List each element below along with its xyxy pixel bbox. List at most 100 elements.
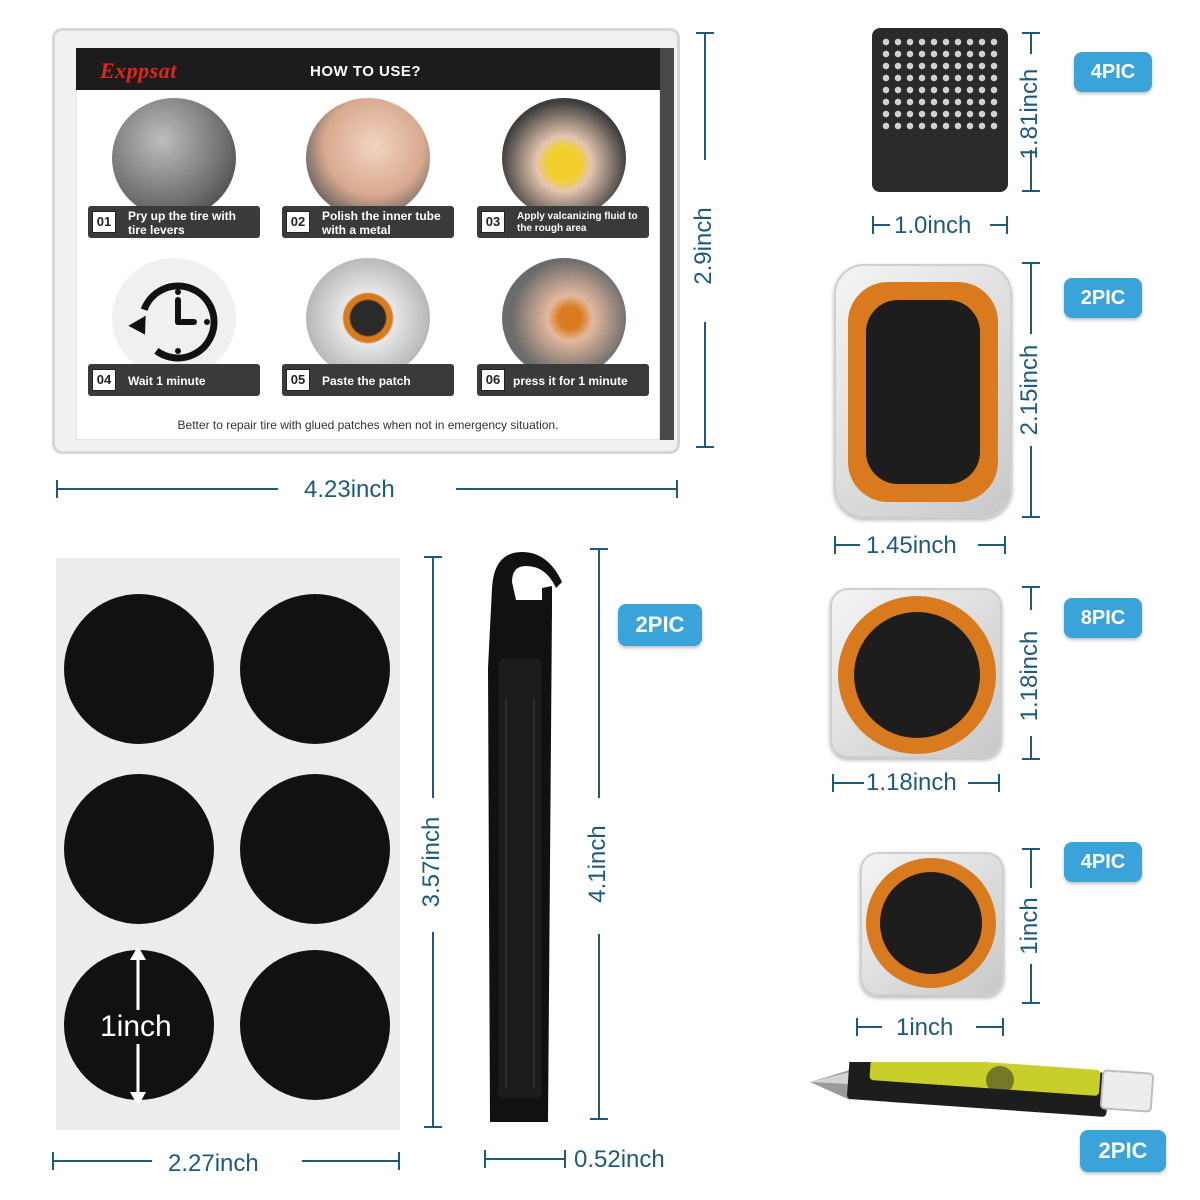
glue-quantity-badge: 2PIC bbox=[1080, 1130, 1166, 1172]
sheet-height-line-top bbox=[432, 556, 434, 798]
round-patch-large-center bbox=[854, 612, 980, 738]
tire-lever bbox=[488, 552, 562, 1122]
lever-width-line bbox=[484, 1158, 566, 1160]
step-1-label: 01 Pry up the tire with tire levers bbox=[88, 206, 260, 238]
step-1-text: Pry up the tire with tire levers bbox=[128, 209, 237, 237]
rect-patch-height-line-top bbox=[1030, 262, 1032, 334]
step-5-text: Paste the patch bbox=[322, 374, 411, 388]
rasp-width-line-right bbox=[990, 224, 1008, 226]
round-large-width-label: 1.18inch bbox=[866, 769, 957, 796]
step-6-label: 06 press it for 1 minute bbox=[477, 364, 649, 396]
rect-patch-height-line-bottom bbox=[1030, 446, 1032, 518]
step-4-number: 04 bbox=[92, 369, 116, 391]
sheet-height-line-bottom bbox=[432, 932, 434, 1128]
dot-diameter-label: 1inch bbox=[98, 1010, 174, 1044]
rect-patch-width-tick-right bbox=[1004, 536, 1006, 554]
instruction-header bbox=[76, 48, 660, 90]
step-6-text: press it for 1 minute bbox=[513, 374, 628, 388]
round-large-height-line-bottom bbox=[1030, 736, 1032, 760]
step-6-number: 06 bbox=[481, 369, 505, 391]
box-width-line-left bbox=[56, 488, 278, 490]
round-large-width-line-left bbox=[832, 782, 864, 784]
step-1-image bbox=[112, 98, 236, 218]
clock-icon bbox=[128, 282, 218, 362]
sheet-width-line-right bbox=[302, 1160, 400, 1162]
step-5-image bbox=[306, 258, 430, 378]
rasp-height-line-bottom bbox=[1030, 150, 1032, 192]
step-3-label: 03 Apply valcanizing fluid to the rough a… bbox=[477, 206, 649, 238]
round-small-width-line-left bbox=[856, 1026, 882, 1028]
instruction-title: HOW TO USE? bbox=[310, 63, 422, 80]
step-2-number: 02 bbox=[286, 211, 310, 233]
rect-patch-width-line-right bbox=[978, 544, 1006, 546]
adhesive-patch bbox=[240, 594, 390, 744]
rasp-height-line-top bbox=[1030, 32, 1032, 54]
round-large-height-label: 1.18inch bbox=[1016, 630, 1043, 722]
lever-height-label: 4.1inch bbox=[584, 825, 611, 903]
box-width-line-right bbox=[456, 488, 678, 490]
sheet-height-label: 3.57inch bbox=[418, 816, 445, 908]
step-5-number: 05 bbox=[286, 369, 310, 391]
glue-tube bbox=[810, 1062, 1154, 1117]
adhesive-patch bbox=[64, 774, 214, 924]
round-small-width-line-right bbox=[976, 1026, 1004, 1028]
rasp-height-label: 1.81inch bbox=[1016, 68, 1043, 160]
round-large-width-tick-right bbox=[998, 774, 1000, 792]
rect-patch-width-label: 1.45inch bbox=[866, 532, 957, 559]
sheet-height-tick-bottom bbox=[424, 1126, 442, 1128]
round-small-quantity-badge: 4PIC bbox=[1064, 842, 1142, 882]
adhesive-patch bbox=[240, 950, 390, 1100]
sheet-width-line-left bbox=[52, 1160, 152, 1162]
box-height-line-top bbox=[704, 32, 706, 160]
step-3-text: Apply valcanizing fluid to the rough are… bbox=[517, 211, 638, 234]
large-rect-patch-center bbox=[866, 300, 980, 484]
box-width-tick-right bbox=[676, 480, 678, 498]
rasp-quantity-badge: 4PIC bbox=[1074, 52, 1152, 92]
step-3-number: 03 bbox=[481, 211, 505, 233]
round-large-quantity-badge: 8PIC bbox=[1064, 598, 1142, 638]
lever-width-label: 0.52inch bbox=[574, 1146, 665, 1173]
instruction-note: Better to repair tire with glued patches… bbox=[177, 418, 559, 432]
step-2-label: 02 Polish the inner tube with a metal bbox=[282, 206, 454, 238]
round-large-height-line-top bbox=[1030, 586, 1032, 610]
step-4-image bbox=[112, 258, 236, 378]
round-small-height-line-bottom bbox=[1030, 964, 1032, 1004]
step-3-image bbox=[502, 98, 626, 218]
round-small-height-line-top bbox=[1030, 848, 1032, 888]
metal-rasp bbox=[872, 28, 1008, 192]
rasp-width-label: 1.0inch bbox=[894, 212, 972, 239]
lever-height-tick-bottom bbox=[590, 1118, 608, 1120]
lever-height-line-top bbox=[598, 548, 600, 798]
sheet-width-tick-right bbox=[398, 1152, 400, 1170]
round-small-width-label: 1inch bbox=[896, 1014, 954, 1041]
step-4-text: Wait 1 minute bbox=[128, 374, 206, 388]
step-2-text: Polish the inner tube with a metal bbox=[322, 209, 441, 237]
lever-quantity-badge: 2PIC bbox=[618, 604, 702, 646]
rect-patch-width-line-left bbox=[834, 544, 860, 546]
box-side-band bbox=[660, 48, 674, 440]
step-6-image bbox=[502, 258, 626, 378]
sheet-width-label: 2.27inch bbox=[168, 1150, 259, 1177]
lever-width-tick-right bbox=[564, 1150, 566, 1168]
round-small-width-tick-right bbox=[1002, 1018, 1004, 1036]
step-1-number: 01 bbox=[92, 211, 116, 233]
adhesive-patch bbox=[64, 594, 214, 744]
rect-patch-quantity-badge: 2PIC bbox=[1064, 278, 1142, 318]
step-5-label: 05 Paste the patch bbox=[282, 364, 454, 396]
rasp-texture bbox=[880, 36, 1000, 130]
round-patch-small-center bbox=[880, 872, 982, 974]
lever-height-line-bottom bbox=[598, 934, 600, 1120]
rect-patch-height-tick-bottom bbox=[1022, 516, 1040, 518]
rasp-width-tick-right bbox=[1006, 216, 1008, 234]
round-small-height-label: 1inch bbox=[1016, 897, 1043, 955]
box-height-label: 2.9inch bbox=[690, 207, 717, 285]
adhesive-patch bbox=[240, 774, 390, 924]
round-large-height-tick-bottom bbox=[1022, 758, 1040, 760]
brand-logo: Exppsat bbox=[100, 58, 177, 83]
rasp-width-line-left bbox=[872, 224, 890, 226]
step-4-label: 04 Wait 1 minute bbox=[88, 364, 260, 396]
rect-patch-height-label: 2.15inch bbox=[1016, 344, 1043, 436]
round-small-height-tick-bottom bbox=[1022, 1002, 1040, 1004]
box-width-label: 4.23inch bbox=[304, 476, 395, 503]
box-height-line-bottom bbox=[704, 322, 706, 448]
